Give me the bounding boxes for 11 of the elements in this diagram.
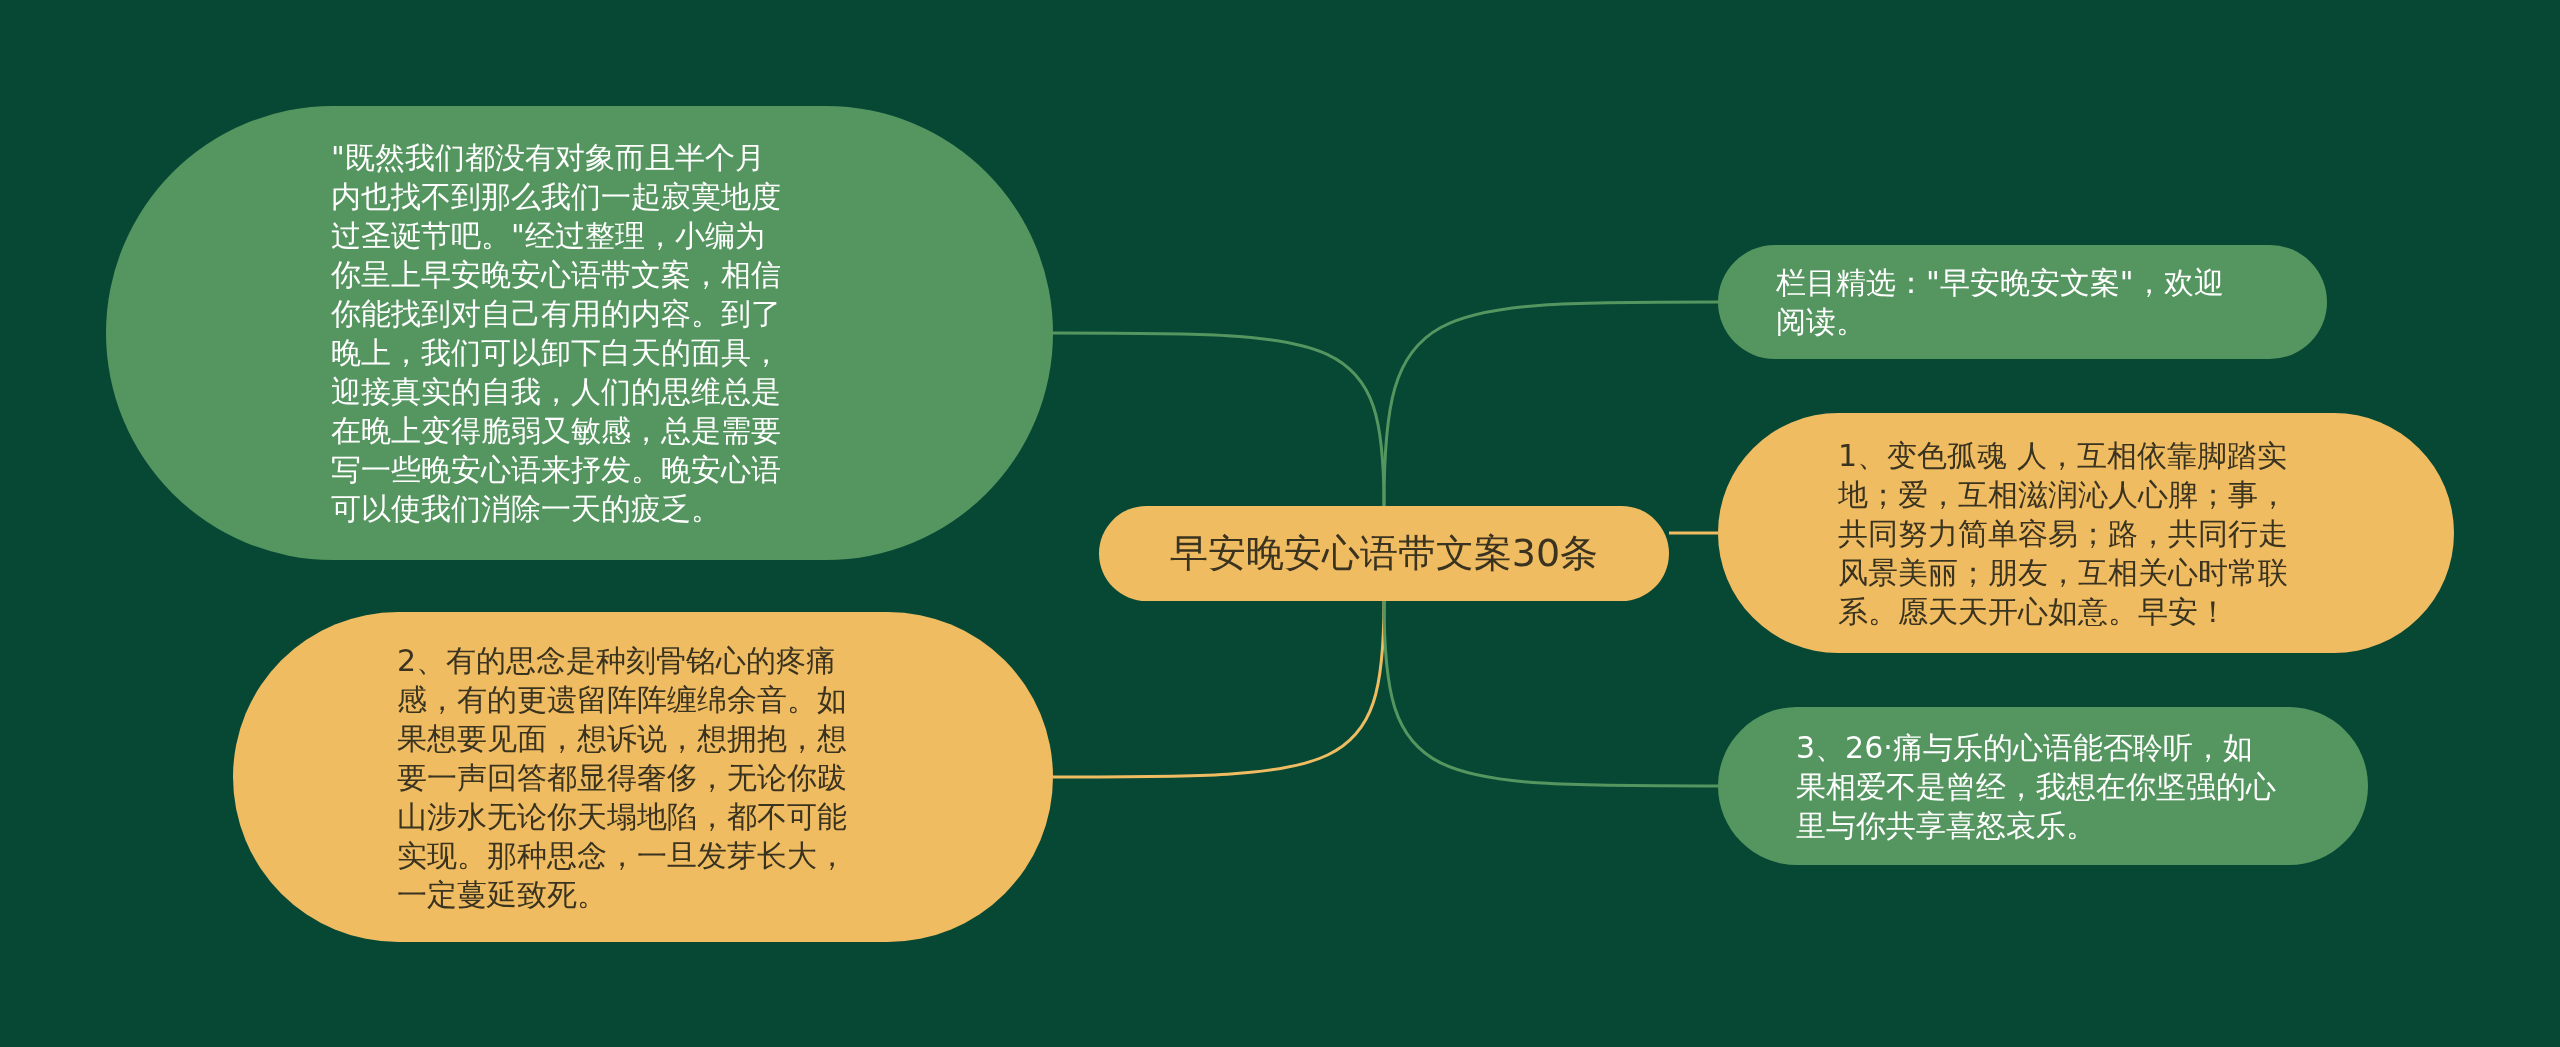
connector-line [1053, 600, 1386, 779]
connector-line [1382, 600, 1718, 788]
branch-text: 2、有的思念是种刻骨铭心的疼痛感，有的更遗留阵阵缠绵余音。如果想要见面，想诉说，想拥抱，想要一声回答都显得奢侈，无论你跋山涉水无论你天塌地陷，都不可能实现。那种思念，一旦发芽长大，一定蔓延致死。 [397, 641, 848, 914]
branch-text: "既然我们都没有对象而且半个月内也找不到那么我们一起寂寞地度过圣诞节吧。"经过整理，小编为你呈上早安晚安心语带文案，相信你能找到对自己有用的内容。到了晚上，我们可以卸下白天的面具，迎接真实的自我，人们的思维总是在晚上变得脆弱又敏感，总是需要写一些晚安心语来抒发。晚安心语可以使我们消除一天的疲乏。 [331, 139, 782, 528]
branch-text: 3、26·痛与乐的心语能否聆听，如果相爱不是曾经，我想在你坚强的心里与你共享喜怒哀乐。 [1796, 728, 2277, 845]
connector-line [1053, 331, 1386, 507]
connector-line [1669, 531, 1718, 535]
topic-text: 早安晚安心语带文案30条 [1169, 534, 1599, 573]
connector-line [1382, 300, 1718, 507]
branch-text: 栏目精选："早安晚安文案"，欢迎阅读。 [1776, 264, 2225, 341]
branch-text: 1、变色孤魂 人，互相依靠脚踏实地；爱，互相滋润沁人心脾；事，共同努力简单容易；路，共同行走风景美丽；朋友，互相关心时常联系。愿天天开心如意。早安！ [1838, 436, 2289, 631]
